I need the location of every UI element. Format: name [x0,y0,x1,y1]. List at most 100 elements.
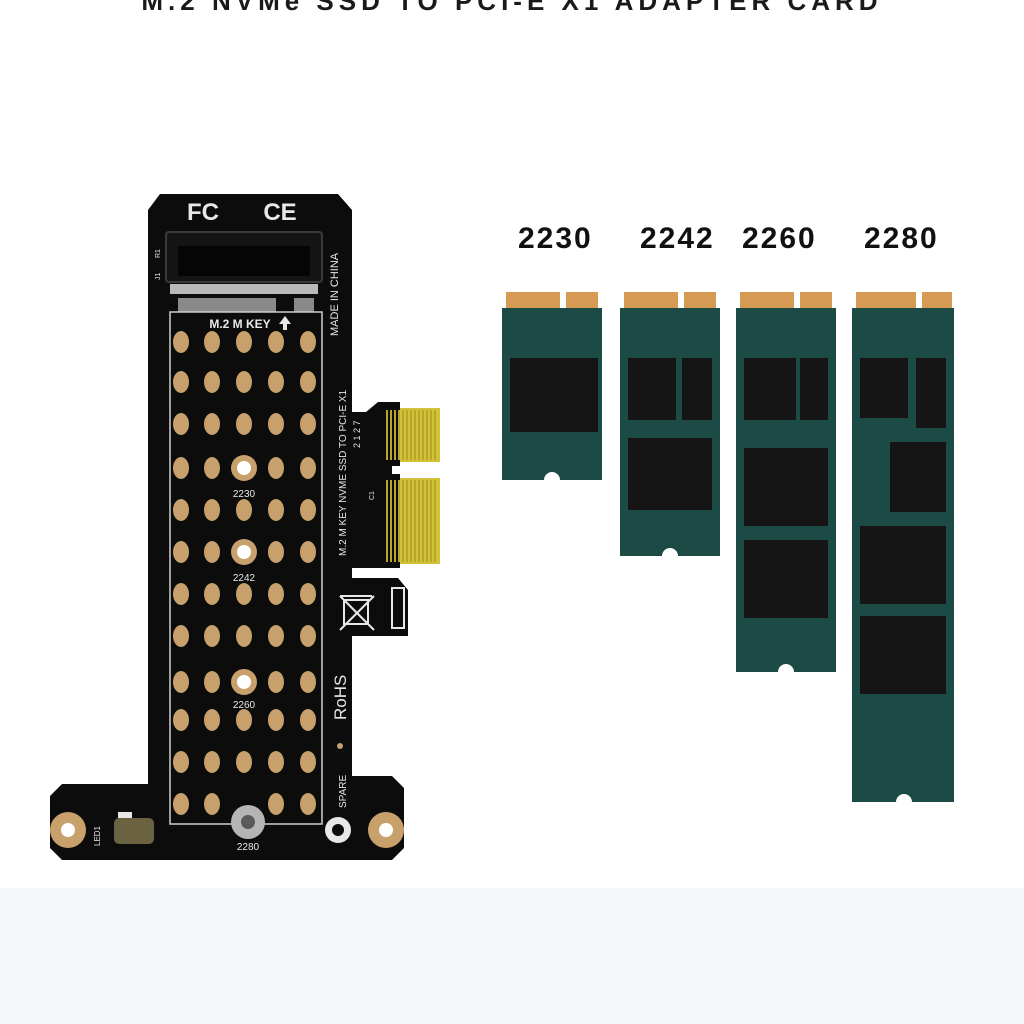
spare-hole [325,817,351,843]
pad [300,331,316,353]
gold-finger-strips [386,410,436,562]
ssd-2230 [502,292,602,480]
finger-contact [426,480,428,562]
part-number: 2 1 2 7 [352,420,362,448]
pad [204,499,220,521]
pad [300,709,316,731]
pad [173,499,189,521]
bracket-hole-right [368,812,404,848]
pad [268,541,284,563]
pad [300,541,316,563]
finger-contact [430,410,432,460]
pad [204,541,220,563]
finger-contact [394,480,396,562]
pad [204,371,220,393]
ssd-2260 [736,292,836,672]
finger-contact [398,410,400,460]
pad [236,331,252,353]
finger-contact [434,410,436,460]
mount-label-2230: 2230 [233,489,256,500]
pad [300,625,316,647]
bracket-hole-left [50,812,86,848]
pad [204,751,220,773]
pad [268,671,284,693]
mount-label-2260: 2260 [233,700,256,711]
finger-contact [410,480,412,562]
mount-standoff-2280 [231,805,265,839]
finger-contact [386,410,388,460]
pad [236,371,252,393]
finger-contact [406,410,408,460]
pad [300,371,316,393]
pad [173,583,189,605]
finger-contact [398,480,400,562]
pad [300,457,316,479]
ce-logo: CE [263,199,296,226]
pad [236,709,252,731]
finger-contact [414,480,416,562]
weee-bin-icon [339,587,405,631]
pad [204,625,220,647]
finger-contact [406,480,408,562]
spare-label: SPARE [338,775,349,808]
pad [268,751,284,773]
ssd-2242 [620,292,720,556]
ssd-size-label-2260: 2260 [742,222,817,255]
pad [300,751,316,773]
j1-label: J1 [155,273,162,281]
finger-contact [422,480,424,562]
pad [236,583,252,605]
finger-contact [418,480,420,562]
finger-contact [422,410,424,460]
mount-label-2280: 2280 [237,842,260,853]
led-label: LED1 [93,825,102,846]
led-indicator [114,812,154,844]
pad [204,793,220,815]
fcc-logo: FC [187,199,219,226]
pad [204,457,220,479]
pad [173,625,189,647]
finger-contact [390,480,392,562]
pad [236,499,252,521]
pad [173,671,189,693]
pad [204,709,220,731]
pad [173,331,189,353]
pad [300,583,316,605]
finger-contact [390,410,392,460]
mount-label-2242: 2242 [233,573,256,584]
spare-via [337,743,343,749]
pad [300,671,316,693]
pad [268,583,284,605]
pad [236,413,252,435]
pad [236,625,252,647]
pad [204,583,220,605]
mount-hole-2230 [231,455,257,481]
finger-contact [426,410,428,460]
pad [300,499,316,521]
finger-contact [402,480,404,562]
finger-contact [414,410,416,460]
ssd-size-label-2280: 2280 [864,222,939,255]
finger-contact [394,410,396,460]
pad [268,371,284,393]
pad [236,751,252,773]
pad [268,709,284,731]
pad [173,793,189,815]
ssd-2280 [852,292,954,802]
mount-hole-2242 [231,539,257,565]
pad [268,331,284,353]
mount-hole-2260 [231,669,257,695]
pad [204,413,220,435]
bottom-background-band [0,888,1024,1024]
pad [173,371,189,393]
r1-label: R1 [155,249,162,258]
finger-contact [410,410,412,460]
pad [268,499,284,521]
pad [268,413,284,435]
finger-contact [434,480,436,562]
pad [173,751,189,773]
pcb-board [50,194,408,860]
pad [204,331,220,353]
finger-contact [418,410,420,460]
